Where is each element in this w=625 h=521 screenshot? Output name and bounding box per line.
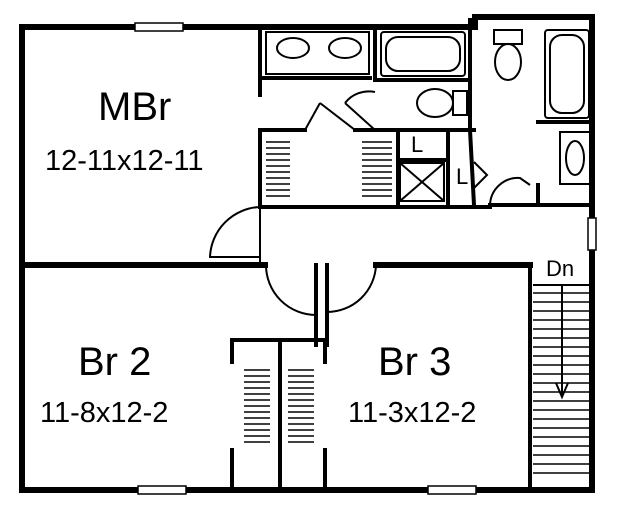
room-dims-br3: 11-3x12-2 — [348, 397, 476, 429]
bathroom-fixtures — [265, 29, 591, 202]
toilet-icon — [493, 29, 523, 45]
room-name-br2: Br 2 — [78, 340, 151, 384]
sink-icon — [565, 140, 585, 176]
interior-walls — [19, 18, 594, 492]
sink-icon — [276, 37, 310, 59]
stair-arrow-head — [555, 382, 569, 400]
room-name-br3: Br 3 — [378, 340, 451, 384]
room-dims-master: 12-11x12-11 — [45, 145, 204, 177]
sink-icon — [328, 37, 362, 59]
linen-label: L — [456, 164, 468, 189]
stairs-down-label: Dn — [546, 256, 574, 281]
exterior-walls — [19, 14, 595, 493]
room-name-master: MBr — [98, 85, 171, 129]
toilet-icon — [416, 88, 454, 118]
window-br2 — [137, 485, 187, 495]
window-hall — [587, 217, 597, 251]
window-br3 — [427, 485, 477, 495]
closet-shelving — [244, 141, 392, 443]
room-dims-br2: 11-8x12-2 — [40, 397, 168, 429]
window-mbr — [134, 22, 184, 32]
windows — [134, 22, 597, 495]
doors — [208, 90, 531, 316]
linen-label: L — [411, 132, 423, 157]
